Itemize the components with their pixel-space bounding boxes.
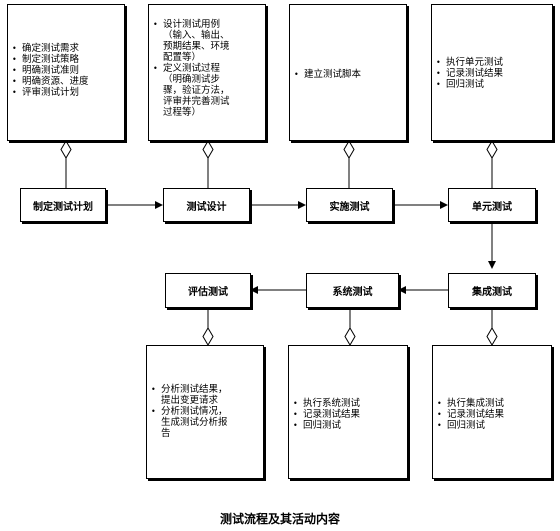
note-integration: 执行集成测试 记录测试结果 回归测试 (432, 345, 552, 479)
note-evaluate: 分析测试结果， 提出变更请求 分析测试情况， 生成测试分析报 告 (146, 345, 264, 479)
process-plan: 制定测试计划 (20, 188, 106, 222)
figure-caption: 测试流程及其活动内容 (219, 512, 340, 526)
note-unit: 执行单元测试 记录测试结果 回归测试 (431, 4, 553, 141)
diamond-design (202, 140, 214, 159)
process-unit: 单元测试 (448, 188, 536, 222)
note-evaluate-list: 分析测试结果， 提出变更请求 分析测试情况， 生成测试分析报 告 (147, 384, 263, 439)
note-item: 回归测试 (437, 420, 551, 431)
note-item: 定义测试过程 （明确测试步 骤，验证方法， 评审并完善测试 过程等） (153, 63, 265, 118)
diamond-system (344, 327, 356, 346)
diamond-implement (343, 140, 355, 159)
note-item: 明确测试准则 (12, 65, 124, 76)
process-integration: 集成测试 (448, 273, 536, 308)
note-item: 设计测试用例 （输入、输出、 预期结果、环境 配置等） (153, 19, 265, 63)
note-design-list: 设计测试用例 （输入、输出、 预期结果、环境 配置等） 定义测试过程 （明确测试… (149, 19, 265, 118)
note-item: 记录测试结果 (436, 68, 552, 79)
note-item: 分析测试结果， 提出变更请求 (151, 384, 263, 406)
note-design: 设计测试用例 （输入、输出、 预期结果、环境 配置等） 定义测试过程 （明确测试… (148, 4, 266, 141)
note-item: 分析测试情况， 生成测试分析报 告 (151, 406, 263, 439)
note-plan: 确定测试需求 制定测试策略 明确测试准则 明确资源、进度 评审测试计划 (7, 4, 125, 141)
note-item: 制定测试策略 (12, 54, 124, 65)
note-implement-list: 建立测试脚本 (290, 69, 406, 80)
note-system: 执行系统测试 记录测试结果 回归测试 (288, 345, 408, 479)
note-item: 执行单元测试 (436, 57, 552, 68)
note-item: 执行系统测试 (293, 398, 407, 409)
note-item: 记录测试结果 (437, 409, 551, 420)
process-design: 测试设计 (163, 188, 250, 222)
note-item: 明确资源、进度 (12, 76, 124, 87)
process-system: 系统测试 (306, 273, 399, 308)
note-integration-list: 执行集成测试 记录测试结果 回归测试 (433, 398, 551, 431)
note-item: 确定测试需求 (12, 43, 124, 54)
note-item: 执行集成测试 (437, 398, 551, 409)
process-implement: 实施测试 (306, 188, 393, 222)
diamond-integration (486, 327, 498, 346)
process-evaluate: 评估测试 (165, 273, 251, 308)
note-unit-list: 执行单元测试 记录测试结果 回归测试 (432, 57, 552, 90)
note-implement: 建立测试脚本 (289, 4, 407, 141)
note-item: 建立测试脚本 (294, 69, 406, 80)
note-item: 回归测试 (293, 420, 407, 431)
diamond-evaluate (202, 327, 214, 346)
note-item: 记录测试结果 (293, 409, 407, 420)
note-item: 评审测试计划 (12, 87, 124, 98)
note-system-list: 执行系统测试 记录测试结果 回归测试 (289, 398, 407, 431)
diamond-unit (486, 140, 498, 159)
note-plan-list: 确定测试需求 制定测试策略 明确测试准则 明确资源、进度 评审测试计划 (8, 43, 124, 98)
diamond-plan (60, 140, 72, 159)
note-item: 回归测试 (436, 79, 552, 90)
